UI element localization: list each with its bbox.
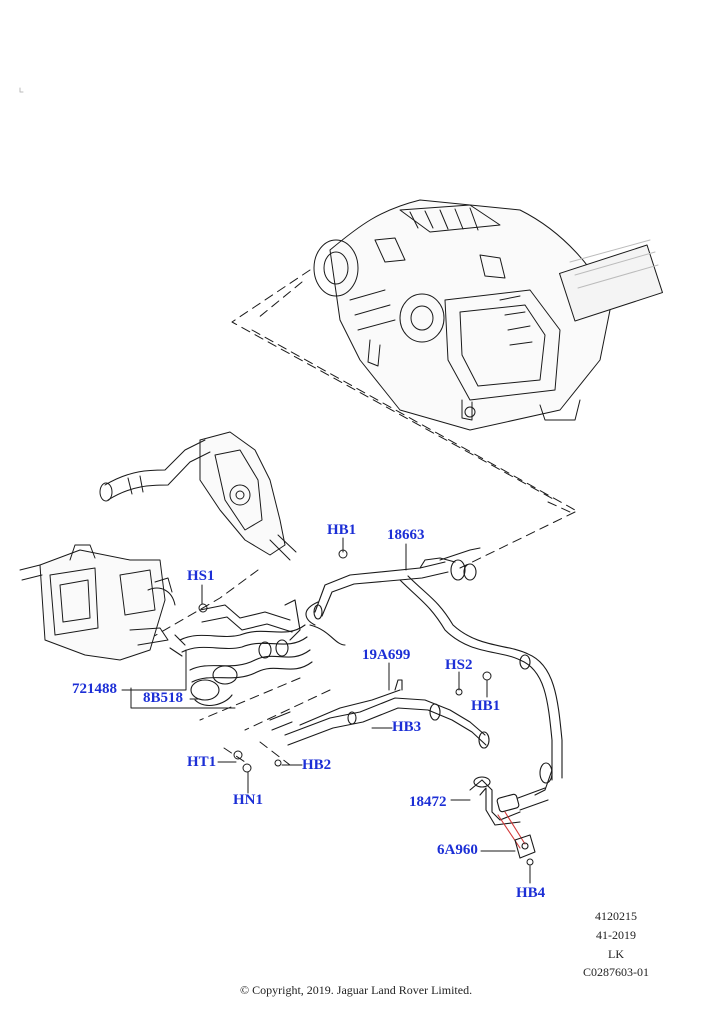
callout-hn1[interactable]: HN1 xyxy=(233,792,263,808)
copyright-notice: © Copyright, 2019. Jaguar Land Rover Lim… xyxy=(240,983,473,997)
callout-hb4[interactable]: HB4 xyxy=(516,885,546,901)
coolant-module xyxy=(99,431,297,561)
hose-long-right xyxy=(399,575,563,796)
reference-lines xyxy=(129,269,576,766)
leader-lines xyxy=(121,537,531,884)
callout-hs1[interactable]: HS1 xyxy=(187,568,215,584)
callout-18663[interactable]: 18663 xyxy=(387,527,425,543)
model-year-code: 41-2019 xyxy=(596,928,636,942)
callout-8b518[interactable]: 8B518 xyxy=(143,690,184,706)
hose-18472 xyxy=(469,776,549,859)
callout-18472[interactable]: 18472 xyxy=(409,794,447,810)
callout-hb1-top[interactable]: HB1 xyxy=(327,522,357,538)
callout-19a699[interactable]: 19A699 xyxy=(362,647,411,663)
callout-ht1[interactable]: HT1 xyxy=(187,754,217,770)
illustration-id: 4120215 xyxy=(595,909,637,923)
callout-hb2[interactable]: HB2 xyxy=(302,757,332,773)
hvac-unit xyxy=(313,199,663,431)
callout-hb1-right[interactable]: HB1 xyxy=(471,698,501,714)
hose-18663 xyxy=(305,547,481,646)
model-code: LK xyxy=(608,947,624,961)
callout-6a960[interactable]: 6A960 xyxy=(437,842,478,858)
callout-hs2[interactable]: HS2 xyxy=(445,657,473,673)
callout-721488[interactable]: 721488 xyxy=(72,681,117,697)
pump-assembly xyxy=(19,544,176,661)
callout-hb3[interactable]: HB3 xyxy=(392,719,422,735)
hose-19a699 xyxy=(269,679,490,749)
center-hose-harness xyxy=(169,599,313,706)
drawing-number: C0287603-01 xyxy=(583,965,649,979)
